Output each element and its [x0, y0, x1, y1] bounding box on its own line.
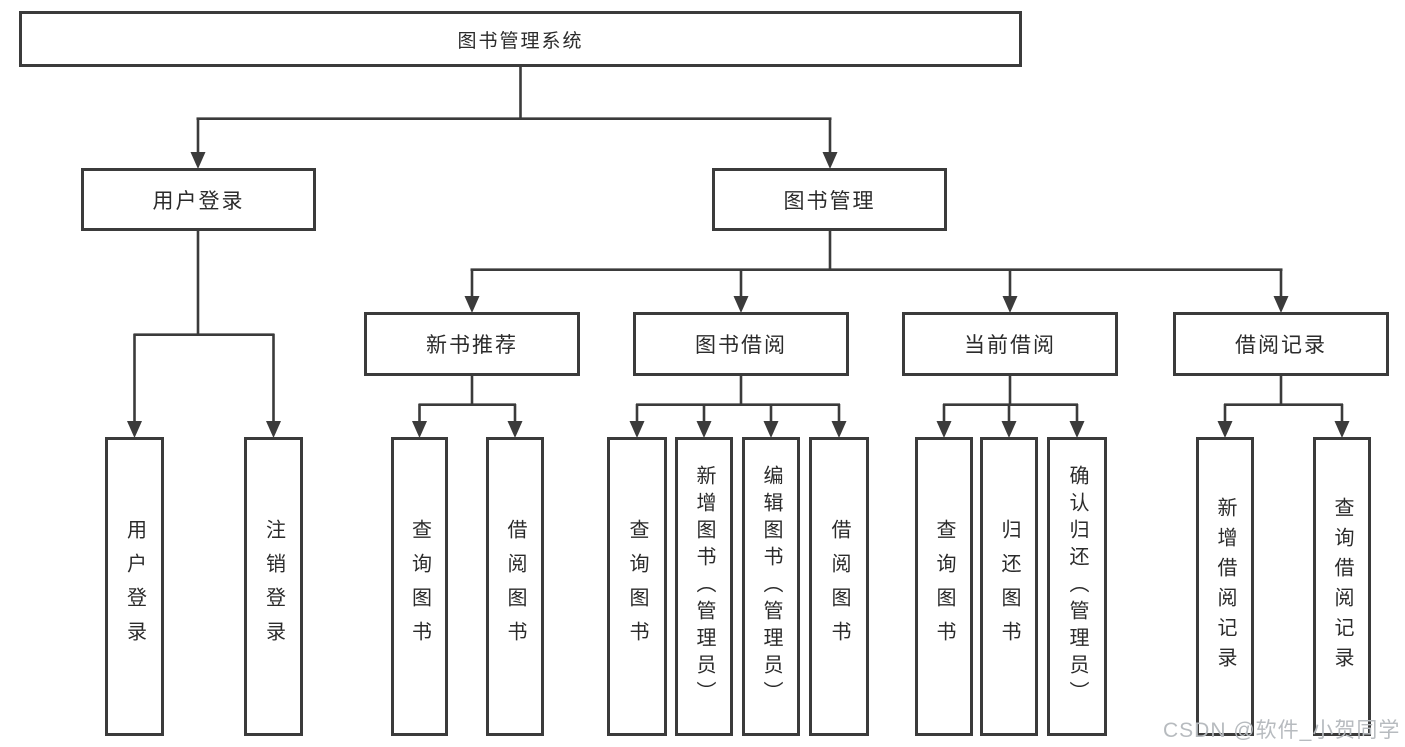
node-book-management: 图书管理: [712, 168, 947, 231]
leaf-query-borrow-record-label: 查询借阅记录: [1331, 496, 1353, 677]
node-book-borrow: 图书借阅: [633, 312, 849, 376]
leaf-borrow-book-2: 借阅图书: [809, 437, 869, 736]
node-root: 图书管理系统: [19, 11, 1022, 67]
leaf-borrow-book-1-label: 借阅图书: [504, 518, 526, 655]
leaf-query-book-2-label: 查询图书: [626, 518, 648, 655]
leaf-return-book-label: 归还图书: [998, 518, 1020, 655]
connector-root-to-level2: [190, 67, 838, 169]
csdn-watermark: CSDN @软件_小贺同学: [1163, 719, 1401, 742]
leaf-add-borrow-record-label: 新增借阅记录: [1214, 496, 1236, 677]
leaf-query-book-3: 查询图书: [915, 437, 973, 736]
node-new-book-recommend-label: 新书推荐: [426, 334, 518, 357]
leaf-return-book: 归还图书: [980, 437, 1038, 736]
leaf-confirm-return-admin: 确认归还（管理员）: [1047, 437, 1107, 736]
node-borrow-record: 借阅记录: [1173, 312, 1389, 376]
leaf-add-book-admin-label: 新增图书（管理员）: [693, 465, 715, 708]
connector-borrow-record-branch: [1217, 376, 1350, 438]
leaf-edit-book-admin-label: 编辑图书（管理员）: [760, 465, 782, 708]
node-user-login-label: 用户登录: [152, 189, 245, 213]
leaf-borrow-book-1: 借阅图书: [486, 437, 544, 736]
leaf-add-borrow-record: 新增借阅记录: [1196, 437, 1254, 736]
node-current-borrow-label: 当前借阅: [964, 334, 1056, 357]
leaf-add-book-admin: 新增图书（管理员）: [675, 437, 733, 736]
node-book-management-label: 图书管理: [783, 189, 876, 213]
connector-book-borrow-branch: [629, 376, 847, 438]
connector-book-mgmt-to-level3: [464, 231, 1289, 313]
leaf-user-login-label: 用户登录: [123, 518, 146, 655]
node-borrow-record-label: 借阅记录: [1235, 334, 1327, 357]
leaf-borrow-book-2-label: 借阅图书: [828, 518, 850, 655]
node-book-borrow-label: 图书借阅: [695, 334, 787, 357]
connector-new-book-branch: [412, 376, 523, 438]
leaf-query-book-1: 查询图书: [391, 437, 448, 736]
node-new-book-recommend: 新书推荐: [364, 312, 580, 376]
node-user-login: 用户登录: [81, 168, 316, 231]
leaf-confirm-return-admin-label: 确认归还（管理员）: [1066, 465, 1088, 708]
leaf-query-book-3-label: 查询图书: [933, 518, 955, 655]
node-root-label: 图书管理系统: [457, 30, 584, 52]
leaf-logout: 注销登录: [244, 437, 303, 736]
leaf-query-book-1-label: 查询图书: [408, 518, 431, 655]
leaf-edit-book-admin: 编辑图书（管理员）: [742, 437, 800, 736]
connector-user-login-branch: [127, 231, 281, 438]
connector-current-borrow-branch: [936, 376, 1085, 438]
node-current-borrow: 当前借阅: [902, 312, 1118, 376]
leaf-query-borrow-record: 查询借阅记录: [1313, 437, 1371, 736]
leaf-user-login: 用户登录: [105, 437, 164, 736]
leaf-logout-label: 注销登录: [262, 518, 285, 655]
leaf-query-book-2: 查询图书: [607, 437, 667, 736]
